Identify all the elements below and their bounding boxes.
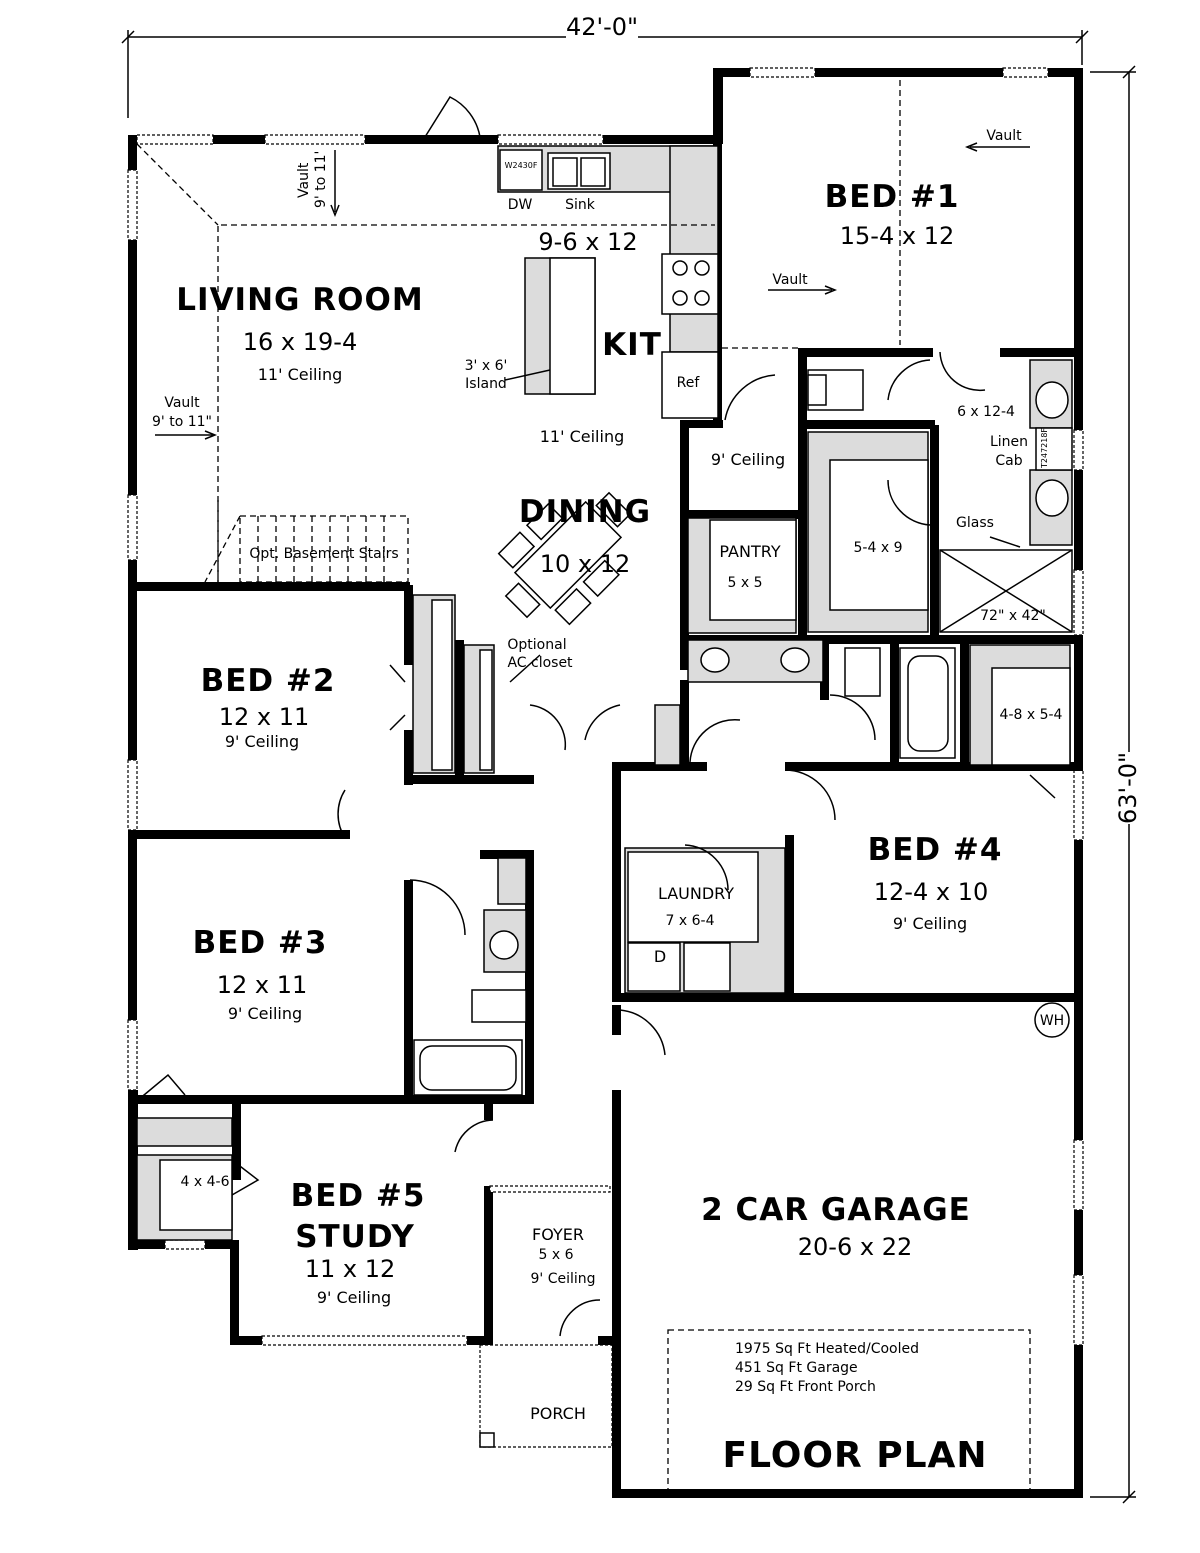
island-size: 3' x 6': [465, 358, 508, 374]
water-heater: [1034, 1002, 1070, 1038]
depth-dimension: 63'-0": [1114, 752, 1142, 824]
bed1-name: BED #1: [825, 179, 960, 215]
bed1-vault-1: Vault: [986, 128, 1022, 144]
summary-box: [667, 1329, 1031, 1491]
cabinet-code-2: T247218F: [1040, 428, 1049, 469]
living-vault-left-2: 9' to 11": [152, 414, 212, 430]
width-dimension: 42'-0": [566, 13, 638, 41]
bed1-size: 15-4 x 12: [840, 222, 954, 250]
bed4-closet-size: 4-8 x 5-4: [1000, 707, 1063, 723]
laundry-name: LAUNDRY: [658, 884, 734, 903]
linen-label-1: Linen: [990, 434, 1028, 450]
ac-closet-label-2: AC closet: [507, 655, 573, 671]
living-vault-left-1: Vault: [164, 395, 200, 411]
living-vault-top-2: 9' to 11': [313, 151, 329, 208]
dining-table: [497, 491, 632, 626]
kitchen-counters: [497, 145, 719, 419]
dryer-label: D: [654, 947, 666, 966]
master-bath-fixtures: [687, 359, 1073, 634]
living-vault-top-1: Vault: [296, 162, 312, 198]
foyer-name: FOYER: [532, 1225, 584, 1244]
ac-closet-label-1: Optional: [507, 637, 566, 653]
linen-label-2: Cab: [995, 453, 1022, 469]
bed4-name: BED #4: [868, 832, 1003, 868]
bed2-ceiling: 9' Ceiling: [225, 732, 299, 751]
bed5-size: 11 x 12: [305, 1255, 396, 1283]
foyer-size: 5 x 6: [539, 1247, 574, 1263]
vault-arrows: [155, 142, 1030, 683]
pantry-size: 5 x 5: [728, 575, 763, 591]
doors: [137, 96, 1056, 1337]
dining-size: 10 x 12: [540, 550, 631, 578]
water-heater-label: WH: [1040, 1013, 1064, 1029]
bed5-closet-size: 4 x 4-6: [181, 1174, 230, 1190]
pantry-name: PANTRY: [719, 542, 780, 561]
bed5-name: BED #5: [291, 1178, 426, 1214]
windows: [127, 67, 1084, 1346]
dining-name: DINING: [519, 494, 651, 530]
bed5-ceiling: 9' Ceiling: [317, 1288, 391, 1307]
closets: [136, 594, 681, 1241]
glass-label: Glass: [956, 515, 994, 531]
basement-stairs-label: Opt. Basement Stairs: [249, 546, 398, 562]
garage-size: 20-6 x 22: [798, 1233, 912, 1261]
sink-label: Sink: [565, 197, 596, 213]
master-closet-size: 5-4 x 9: [854, 540, 903, 556]
master-bath-size: 6 x 12-4: [957, 404, 1015, 420]
bed3-size: 12 x 11: [217, 971, 308, 999]
shower-size: 72" x 42": [980, 608, 1046, 624]
interior-walls: [128, 140, 1083, 1345]
bed4-ceiling: 9' Ceiling: [893, 914, 967, 933]
summary-garage: 451 Sq Ft Garage: [735, 1360, 858, 1376]
porch: [479, 1344, 613, 1448]
bed1-vault-2: Vault: [772, 272, 808, 288]
basement-stairs: [136, 143, 715, 583]
laundry-size: 7 x 6-4: [666, 913, 715, 929]
bed2-size: 12 x 11: [219, 703, 310, 731]
hall-bath-fixtures: [413, 857, 527, 1096]
kitchen-size: 9-6 x 12: [538, 228, 637, 256]
island-label: Island: [465, 376, 507, 392]
bed2-name: BED #2: [201, 663, 336, 699]
kitchen-name: KIT: [602, 327, 662, 363]
living-room-ceiling: 11' Ceiling: [258, 365, 343, 384]
bed4-bath-fixtures: [687, 639, 1071, 766]
living-room-size: 16 x 19-4: [243, 328, 357, 356]
plan-title: FLOOR PLAN: [722, 1435, 987, 1476]
living-room-name: LIVING ROOM: [176, 282, 423, 318]
refrigerator-label: Ref: [677, 375, 701, 391]
garage-name: 2 CAR GARAGE: [701, 1192, 971, 1228]
kitchen-ceiling: 11' Ceiling: [540, 427, 625, 446]
laundry-fixtures: [624, 847, 786, 994]
cabinet-code-1: W2430F: [505, 161, 538, 170]
dimension-lines: [121, 18, 1142, 1504]
bed3-ceiling: 9' Ceiling: [228, 1004, 302, 1023]
bed4-size: 12-4 x 10: [874, 878, 988, 906]
bed3-name: BED #3: [193, 925, 328, 961]
summary-porch: 29 Sq Ft Front Porch: [735, 1379, 876, 1395]
bed5-name-2: STUDY: [295, 1219, 415, 1255]
pantry-ceiling: 9' Ceiling: [711, 450, 785, 469]
porch-name: PORCH: [530, 1404, 586, 1423]
summary-heated: 1975 Sq Ft Heated/Cooled: [735, 1341, 919, 1357]
foyer-ceiling: 9' Ceiling: [530, 1271, 595, 1287]
dishwasher-label: DW: [508, 197, 533, 213]
